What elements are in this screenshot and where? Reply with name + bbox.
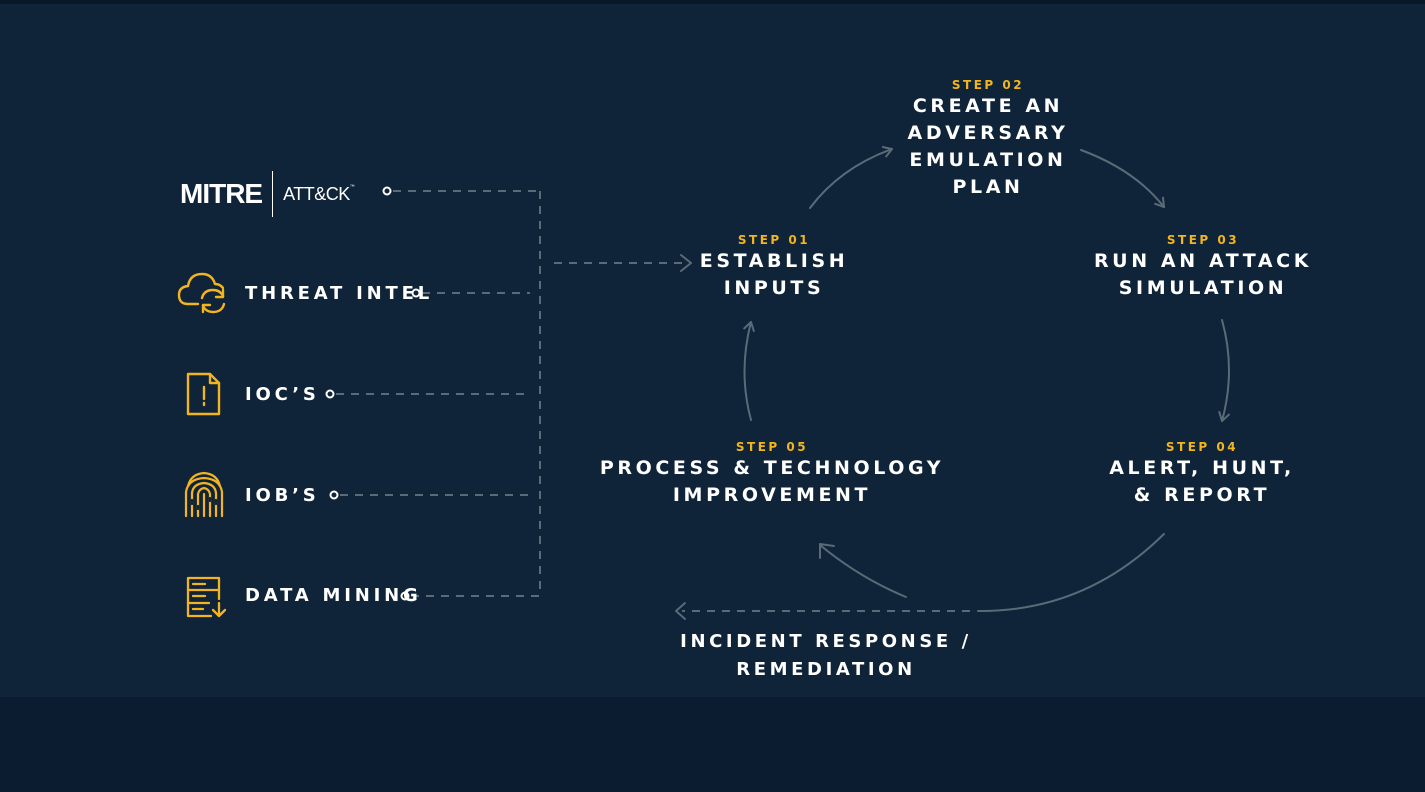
step-title: ESTABLISH INPUTS <box>699 250 849 299</box>
endpoint-threat-intel <box>411 288 421 298</box>
source-label-iobs: IOB’S <box>245 485 320 506</box>
step-03: STEP 03 RUN AN ATTACK SIMULATION <box>1094 232 1312 302</box>
step-number: STEP 01 <box>737 233 811 247</box>
trademark-symbol: ™ <box>349 184 355 190</box>
cloud-sync-icon <box>177 272 226 314</box>
incident-branch-arrowhead <box>675 602 686 620</box>
step-title: PROCESS & TECHNOLOGY IMPROVEMENT <box>599 457 945 506</box>
arrow-step-05-to-01 <box>743 321 755 421</box>
source-connectors <box>336 190 686 597</box>
fingerprint-icon <box>184 471 224 518</box>
mitre-attck-logo: MITRE ATT&CK ™ <box>180 170 355 218</box>
arrow-step-02-to-03 <box>1080 149 1165 208</box>
endpoint-mitre <box>382 186 392 196</box>
endpoint-iocs <box>325 389 335 399</box>
server-download-icon <box>186 576 227 618</box>
step-01: STEP 01 ESTABLISH INPUTS <box>700 232 849 302</box>
incident-response-label: INCIDENT RESPONSE / REMEDIATION <box>680 631 972 680</box>
arrow-step-03-to-04 <box>1218 319 1230 422</box>
source-label-threat-intel: THREAT INTEL <box>245 283 433 304</box>
source-endpoints <box>325 186 421 601</box>
step-number: STEP 05 <box>735 440 809 454</box>
step-title: ALERT, HUNT, & REPORT <box>1109 457 1295 506</box>
arrow-step-01-to-02 <box>809 146 893 209</box>
arrow-into-step-01 <box>680 254 692 272</box>
step-05: STEP 05 PROCESS & TECHNOLOGY IMPROVEMENT <box>600 439 944 509</box>
step-title: RUN AN ATTACK SIMULATION <box>1093 250 1313 299</box>
top-border <box>0 0 1425 4</box>
diagram-panel <box>0 0 1425 697</box>
step-number: STEP 04 <box>1165 440 1239 454</box>
attck-wordmark: ATT&CK <box>283 184 350 204</box>
step-number: STEP 03 <box>1166 233 1240 247</box>
step-title: CREATE AN ADVERSARY EMULATION PLAN <box>907 95 1069 198</box>
mitre-wordmark: MITRE <box>180 178 263 209</box>
step-04: STEP 04 ALERT, HUNT, & REPORT <box>1109 439 1295 509</box>
arrowhead-into-step-05 <box>819 543 835 559</box>
endpoint-data-mining <box>400 591 410 601</box>
arrow-step-04-to-05 <box>819 533 1165 613</box>
cycle-arrows <box>743 146 1230 613</box>
document-alert-icon <box>186 372 221 416</box>
source-label-iocs: IOC’S <box>245 384 320 405</box>
logo-divider <box>272 171 274 217</box>
source-label-data-mining: DATA MINING <box>245 585 422 606</box>
step-number: STEP 02 <box>951 78 1025 92</box>
step-02: STEP 02 CREATE AN ADVERSARY EMULATION PL… <box>908 77 1069 201</box>
endpoint-iobs <box>329 490 339 500</box>
